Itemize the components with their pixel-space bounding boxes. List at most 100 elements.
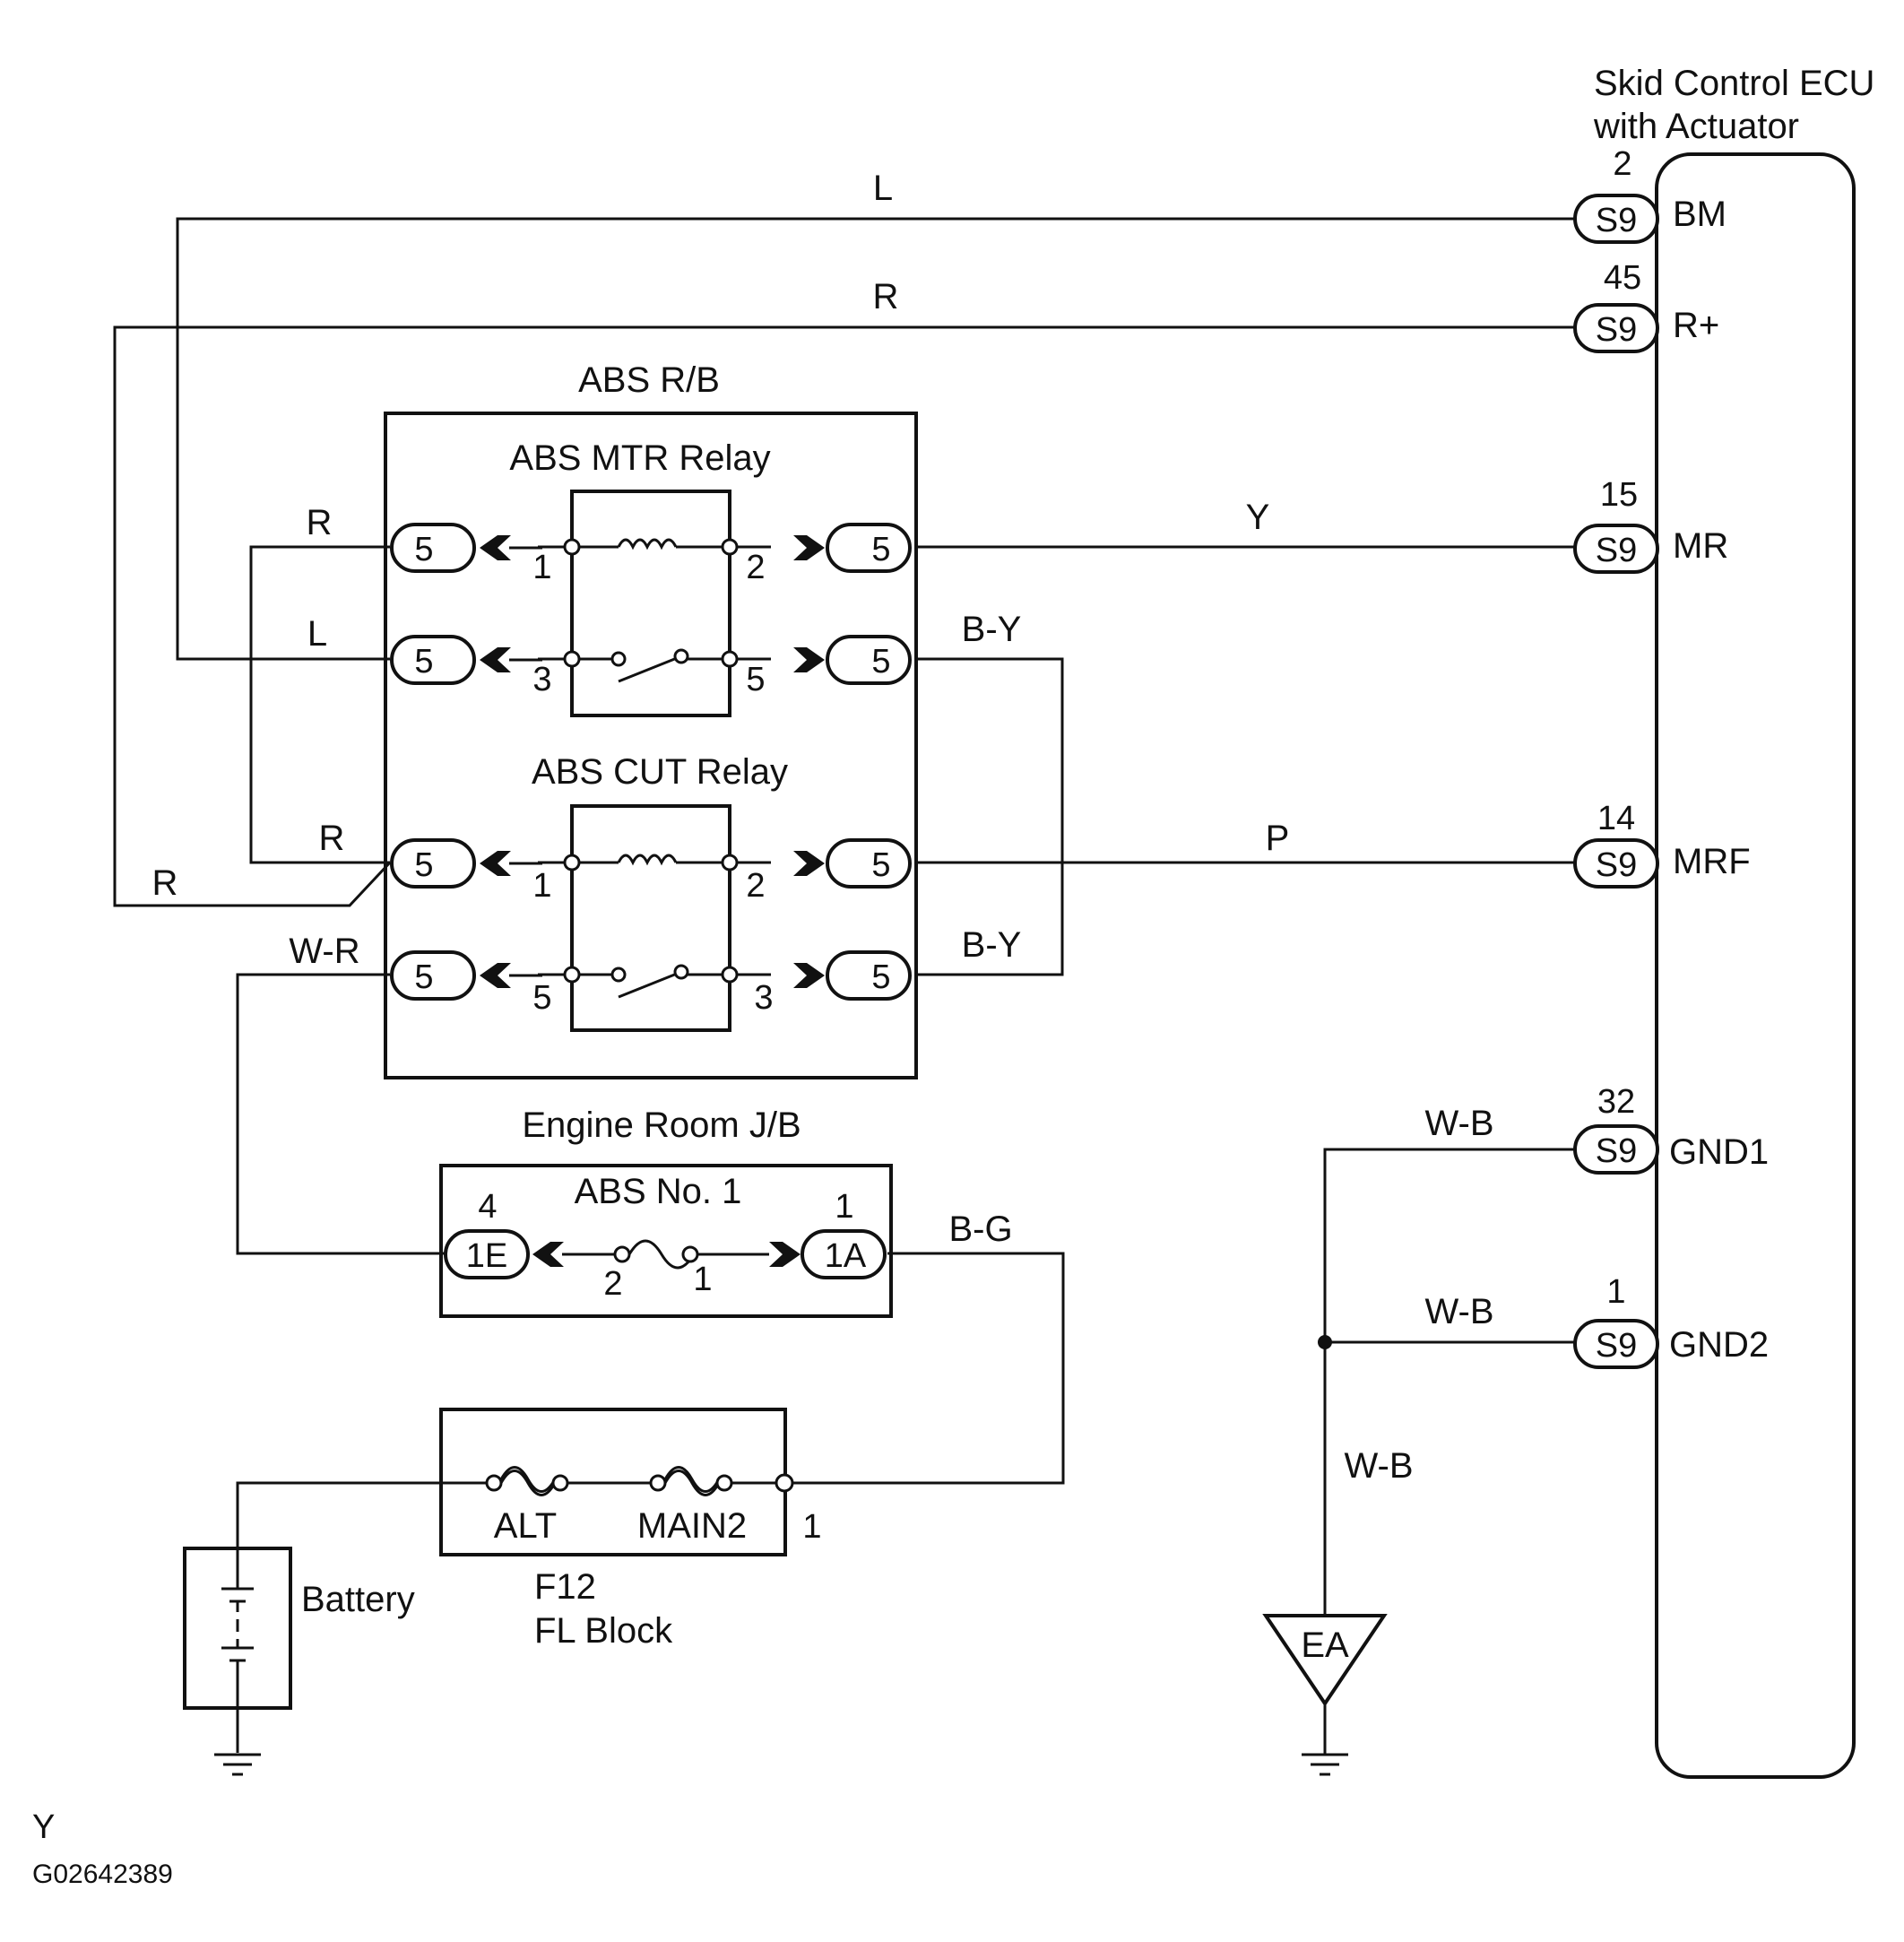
ground-icon [1302, 1753, 1348, 1776]
fusible-link-alt-icon [499, 1470, 557, 1496]
wires [113, 217, 1575, 1753]
ecu-title-line1: Skid Control ECU [1594, 64, 1874, 103]
wire-label-bm: L [873, 169, 893, 208]
wire-label-ground-trunk: W-B [1344, 1446, 1413, 1486]
connector-5: 5 [871, 958, 890, 996]
pin-number: 14 [1597, 800, 1635, 837]
battery-label: Battery [301, 1580, 415, 1619]
abs-mtr-relay: ABS MTR Relay 1 2 3 5 [509, 438, 771, 717]
connector-5: 5 [871, 846, 890, 884]
switch-contact-icon [618, 655, 682, 683]
ecu-pin-mr: 15 S9 MR [1573, 476, 1728, 574]
connector-5: 5 [414, 958, 433, 996]
wire-mtr-left-top [249, 545, 390, 864]
mtr-pin-3: 3 [532, 661, 551, 698]
arrow-icon [793, 851, 825, 876]
footer-code: G02642389 [32, 1860, 173, 1889]
fuse-pin-right: 1 [693, 1261, 712, 1298]
ground-ea: EA [1262, 1614, 1388, 1776]
wire-label-mtr-right-bottom: B-Y [962, 610, 1022, 649]
jb-left-pin: 4 [478, 1188, 497, 1226]
coil-icon [617, 854, 678, 866]
pin-number: 15 [1600, 476, 1638, 514]
wire-label-mtr-left-bottom: L [307, 614, 327, 654]
arrow-icon [793, 535, 825, 560]
fl-block-title: FL Block [534, 1611, 673, 1651]
coil-icon [617, 538, 678, 551]
arrow-icon [793, 647, 825, 672]
ground-ea-label: EA [1301, 1626, 1349, 1665]
skid-control-ecu: Skid Control ECU with Actuator [1593, 64, 1874, 1779]
relay-block-left-connectors: 5 5 5 5 [390, 523, 542, 1001]
jb-title: Engine Room J/B [522, 1105, 801, 1145]
fuse-main2-label: MAIN2 [637, 1506, 747, 1546]
fl-block-code: F12 [534, 1567, 596, 1607]
abs-relay-block: ABS R/B ABS MTR Relay 1 2 3 5 ABS [384, 360, 918, 1079]
ecu-pin-mrf: 14 S9 MRF [1573, 800, 1751, 889]
wire-battery [236, 1481, 441, 1548]
wire-label-mr: Y [1246, 498, 1270, 537]
pin-number: 2 [1613, 145, 1631, 183]
wire-bm [176, 217, 1575, 661]
cut-relay-title: ABS CUT Relay [532, 752, 788, 792]
wire-label-fuse-out: B-G [948, 1209, 1012, 1249]
switch-contact-icon [618, 970, 682, 999]
wire-b-g [784, 1252, 1065, 1485]
wire-label-cut-right-bottom: B-Y [962, 925, 1022, 965]
arrow-icon [480, 535, 511, 560]
arrow-icon [480, 963, 511, 988]
fl-block-pin: 1 [802, 1508, 821, 1546]
mtr-pin-2: 2 [746, 549, 765, 586]
abs-cut-relay: ABS CUT Relay 1 2 5 3 [532, 752, 788, 1032]
connector-label: S9 [1596, 532, 1637, 569]
connector-5: 5 [871, 531, 890, 568]
fuse-abs-no1-label: ABS No. 1 [575, 1172, 742, 1211]
cut-pin-1: 1 [532, 867, 551, 905]
connector-label: S9 [1596, 846, 1637, 884]
wire-labels: L R Y P R L B-Y R R W-R B-Y B-G W-B W-B … [152, 169, 1494, 1486]
cut-relay-outline [570, 804, 731, 1032]
pin-number: 32 [1597, 1083, 1635, 1121]
fusible-link-main2-icon [663, 1470, 721, 1496]
wire-label-cut-left-top: R [319, 819, 345, 858]
ecu-pin-gnd1: 32 S9 GND1 [1573, 1083, 1769, 1175]
terminal-label: GND1 [1669, 1132, 1769, 1172]
wire-gnd1 [1323, 1148, 1575, 1616]
battery: Battery [183, 1547, 415, 1776]
wire-rplus [113, 325, 1575, 907]
connector-s9 [1573, 1319, 1659, 1369]
arrow-icon [793, 963, 825, 988]
relay-block-outline [384, 412, 918, 1079]
wire-b-y [914, 657, 1064, 976]
connector-label: S9 [1596, 202, 1637, 239]
mtr-relay-outline [570, 490, 731, 717]
cut-pin-3: 3 [754, 979, 773, 1017]
mtr-pin-1: 1 [532, 549, 551, 586]
arrow-icon [480, 851, 511, 876]
arrow-icon [532, 1242, 564, 1267]
arrow-icon [769, 1242, 801, 1267]
connector-label: S9 [1596, 1132, 1637, 1170]
ecu-pin-gnd2: 1 S9 GND2 [1573, 1273, 1769, 1369]
connector-5: 5 [871, 643, 890, 681]
relay-block-title: ABS R/B [578, 360, 720, 400]
mtr-pin-5: 5 [746, 661, 765, 698]
connector-1a: 1A [825, 1237, 867, 1275]
fuse-pin-left: 2 [603, 1265, 622, 1303]
terminal-label: MR [1673, 526, 1728, 566]
terminal-label: MRF [1673, 842, 1751, 881]
wire-label-cut-left-bottom: W-R [289, 932, 359, 971]
pin-number: 45 [1604, 259, 1641, 297]
terminal-label: GND2 [1669, 1325, 1769, 1365]
wire-label-gnd1: W-B [1424, 1104, 1493, 1143]
relay-block-right-connectors: 5 5 5 5 [793, 523, 912, 1001]
fuse-icon [627, 1239, 696, 1270]
wire-w-r [236, 973, 446, 1255]
terminal-label: BM [1673, 195, 1727, 234]
ecu-title-line2: with Actuator [1593, 107, 1799, 146]
connector-label: S9 [1596, 311, 1637, 349]
fuse-alt-label: ALT [494, 1506, 557, 1546]
connector-label: S9 [1596, 1327, 1637, 1365]
terminal-label: R+ [1673, 306, 1719, 345]
ecu-pin-bm: 2 S9 BM [1573, 145, 1727, 244]
